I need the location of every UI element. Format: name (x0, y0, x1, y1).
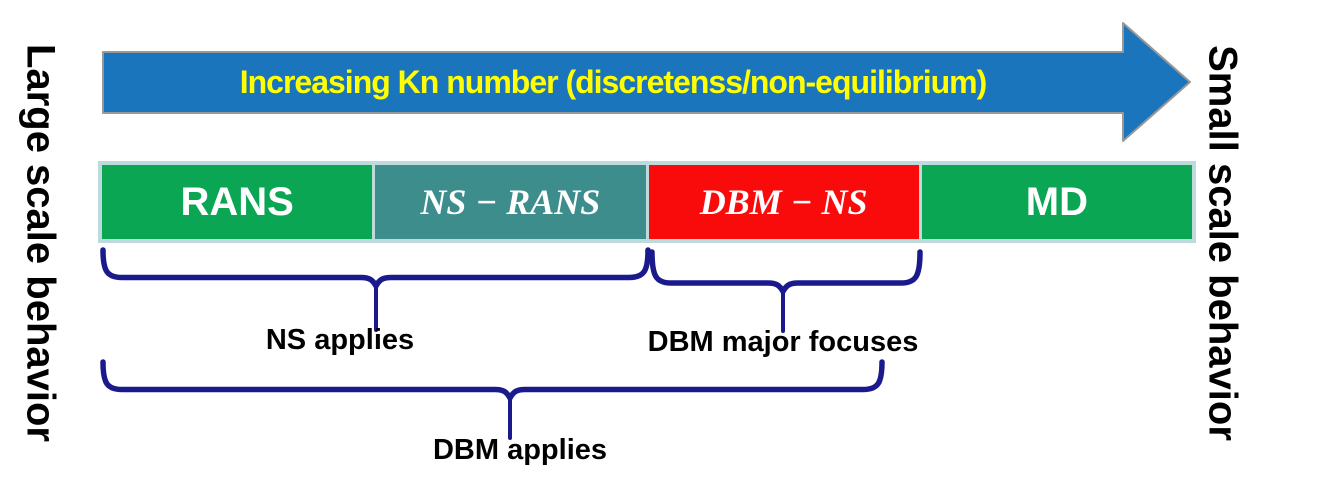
annotation-dbm-applies: DBM applies (432, 434, 608, 466)
arrow-caption: Increasing Kn number (discretenss/non-eq… (239, 64, 988, 100)
brace-dbm-major-focuses (649, 249, 923, 333)
segment-dbm-ns: DBM − NS (648, 165, 919, 239)
segment-ns-rans: NS − RANS (375, 165, 646, 239)
segment-rans: RANS (102, 165, 373, 239)
model-scale-bar: RANS NS − RANS DBM − NS MD (98, 161, 1196, 243)
right-arrow-shape (102, 22, 1191, 142)
annotation-dbm-major-focuses: DBM major focuses (647, 326, 919, 358)
brace-ns-applies (100, 247, 651, 332)
large-scale-label: Large scale behavior (18, 44, 63, 442)
annotation-ns-applies: NS applies (265, 324, 415, 356)
segment-md: MD (921, 165, 1192, 239)
small-scale-label: Small scale behavior (1200, 45, 1245, 441)
brace-dbm-applies (100, 359, 885, 440)
